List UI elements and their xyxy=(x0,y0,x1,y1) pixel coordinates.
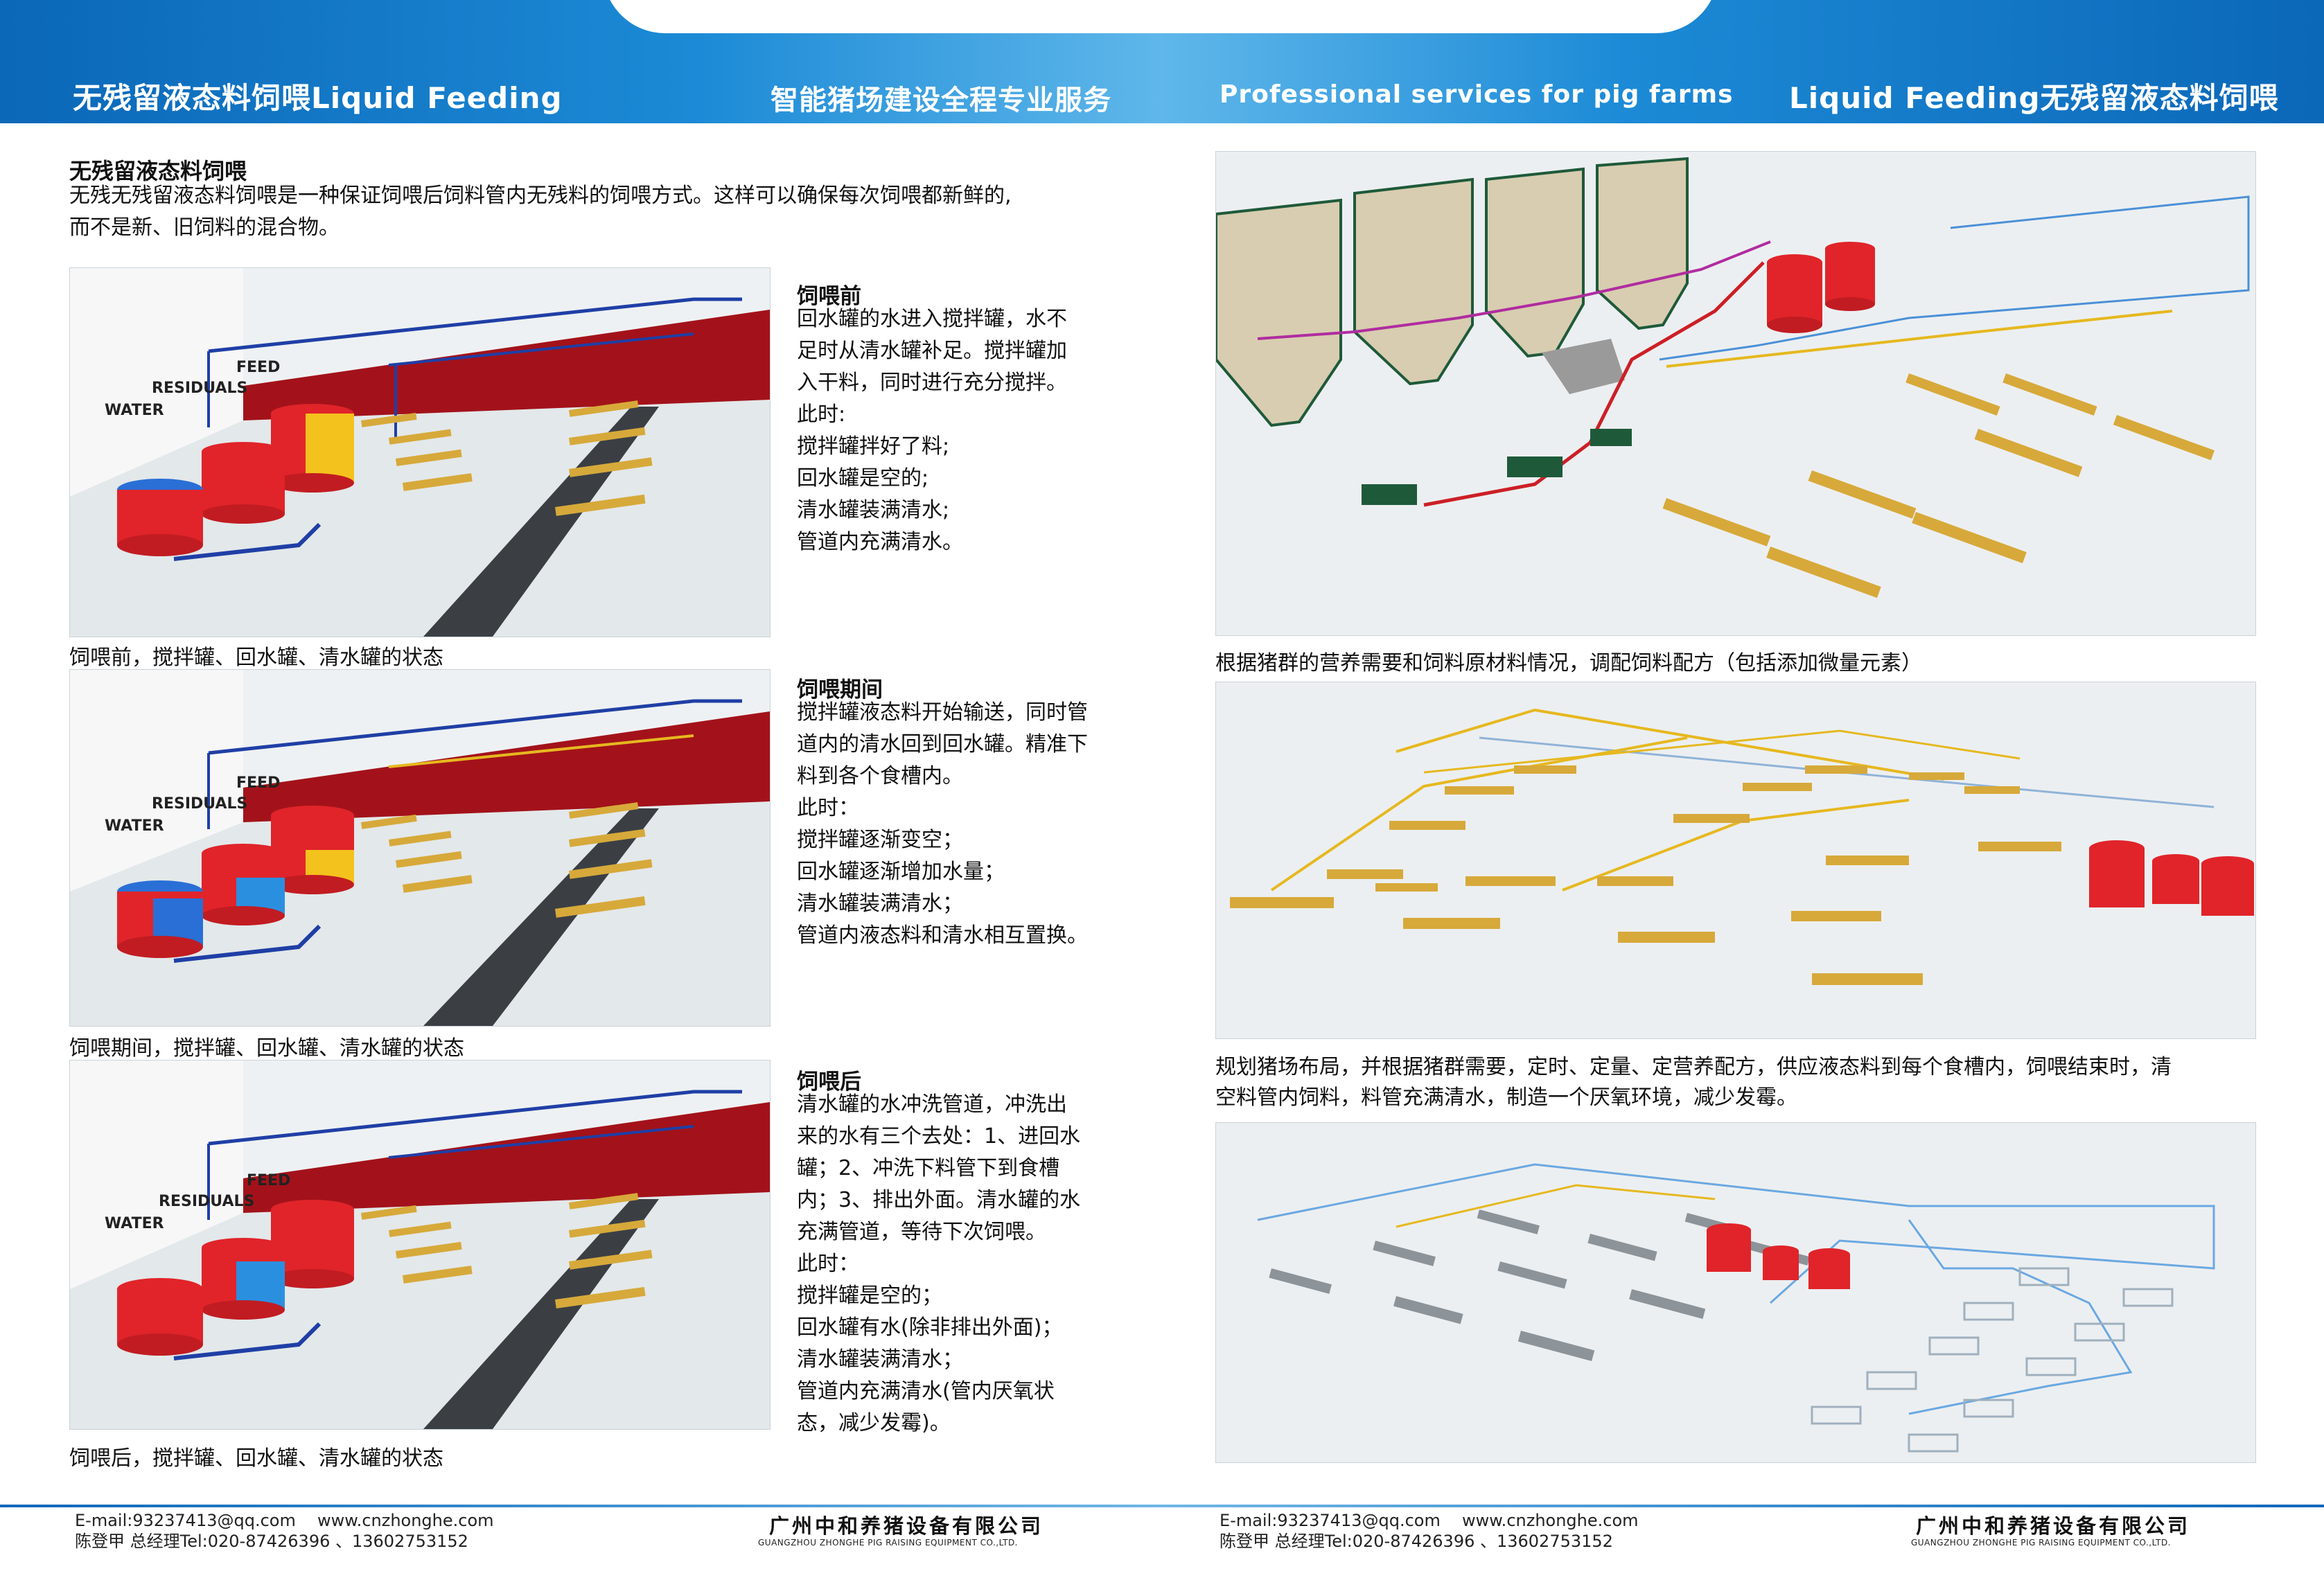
banner-notch xyxy=(603,0,1718,33)
footer-rule xyxy=(0,1505,2324,1507)
step-1-title: 饲喂前 xyxy=(797,284,861,309)
step-3-body: 清水罐的水冲洗管道，冲洗出 来的水有三个去处：1、进回水 罐；2、冲洗下料管下到… xyxy=(797,1089,1123,1439)
figure-after-feeding: FEED RESIDUALS WATER xyxy=(69,1060,771,1430)
step-2-line: 搅拌罐逐渐变空； xyxy=(797,828,963,852)
label-residuals: RESIDUALS xyxy=(152,380,247,397)
figure-pipeline-layout xyxy=(1215,682,2256,1039)
step-3-line: 内；3、排出外面。清水罐的水 xyxy=(797,1188,1081,1212)
step-1-line: 回水罐是空的; xyxy=(797,466,929,490)
footer-left-company-cn: 广州中和养猪设备有限公司 xyxy=(769,1514,1044,1538)
footer-left-web: www.cnzhonghe.com xyxy=(317,1511,494,1530)
label-water: WATER xyxy=(105,1215,164,1232)
step-1-line: 搅拌罐拌好了料; xyxy=(797,434,950,459)
step-3-line: 回水罐有水(除非排出外面)； xyxy=(797,1315,1063,1340)
banner-center-cn: 智能猪场建设全程专业服务 xyxy=(771,85,1111,116)
figure-2-caption: 饲喂期间，搅拌罐、回水罐、清水罐的状态 xyxy=(69,1036,464,1061)
footer-right-company-en: GUANGZHOU ZHONGHE PIG RAISING EQUIPMENT … xyxy=(1911,1538,2171,1548)
step-3-line: 此时： xyxy=(797,1252,859,1276)
label-water: WATER xyxy=(105,402,164,419)
intro-line-1: 无残无残留液态料饲喂是一种保证饲喂后饲料管内无残料的饲喂方式。这样可以确保每次饲… xyxy=(69,184,1012,208)
step-3-line: 充满管道，等待下次饲喂。 xyxy=(797,1220,1046,1244)
step-1-line: 清水罐装满清水; xyxy=(797,498,950,522)
step-2-line: 清水罐装满清水； xyxy=(797,892,963,916)
step-1-line: 管道内充满清水。 xyxy=(797,530,963,554)
step-1-line: 回水罐的水进入搅拌罐，水不 xyxy=(797,307,1067,331)
footer-right-email: E-mail:93237413@qq.com xyxy=(1220,1511,1441,1530)
step-2-line: 料到各个食槽内。 xyxy=(797,764,963,788)
barn-illustration: FEED RESIDUALS WATER xyxy=(70,268,770,637)
label-feed: FEED xyxy=(236,359,280,376)
footer-left-company-en: GUANGZHOU ZHONGHE PIG RAISING EQUIPMENT … xyxy=(758,1538,1018,1548)
step-3-line: 来的水有三个去处：1、进回水 xyxy=(797,1124,1081,1149)
figure-5-caption-line-2: 空料管内饲料，料管充满清水，制造一个厌氧环境，减少发霉。 xyxy=(1215,1085,1797,1110)
figure-before-feeding: FEED RESIDUALS WATER xyxy=(69,267,771,637)
footer-left-contact: 陈登甲 总经理Tel:020-87426396 、13602753152 xyxy=(75,1532,468,1551)
footer-right-company-cn: 广州中和养猪设备有限公司 xyxy=(1916,1514,2191,1538)
step-3-line: 罐；2、冲洗下料管下到食槽 xyxy=(797,1156,1060,1180)
step-3-line: 清水罐装满清水； xyxy=(797,1347,963,1372)
step-2-line: 回水罐逐渐增加水量； xyxy=(797,860,1005,884)
barn-illustration: FEED RESIDUALS WATER xyxy=(70,1061,770,1429)
banner-left-title: 无残留液态料饲喂Liquid Feeding xyxy=(73,81,563,115)
figure-1-caption: 饲喂前，搅拌罐、回水罐、清水罐的状态 xyxy=(69,646,443,670)
figure-5-caption-line-1: 规划猪场布局，并根据猪群需要，定时、定量、定营养配方，供应液态料到每个食槽内，饲… xyxy=(1215,1055,2172,1079)
step-3-line: 搅拌罐是空的； xyxy=(797,1284,942,1308)
footer-right-contact: 陈登甲 总经理Tel:020-87426396 、13602753152 xyxy=(1220,1532,1613,1551)
figure-during-feeding: FEED RESIDUALS WATER xyxy=(69,669,771,1027)
figure-farm-layout xyxy=(1215,1122,2256,1463)
step-3-line: 清水罐的水冲洗管道，冲洗出 xyxy=(797,1092,1067,1117)
barn-illustration: FEED RESIDUALS WATER xyxy=(70,670,770,1026)
label-water: WATER xyxy=(105,817,164,835)
step-2-line: 搅拌罐液态料开始输送，同时管 xyxy=(797,700,1088,725)
silo-illustration xyxy=(1216,152,2255,635)
label-residuals: RESIDUALS xyxy=(152,795,247,813)
footer-right-web: www.cnzhonghe.com xyxy=(1462,1511,1639,1530)
farm-layout-illustration xyxy=(1216,1123,2255,1462)
step-1-line: 足时从清水罐补足。搅拌罐加 xyxy=(797,339,1067,363)
step-2-line: 此时： xyxy=(797,796,859,820)
figure-silo-system xyxy=(1215,151,2256,636)
label-feed: FEED xyxy=(247,1172,290,1189)
intro-line-2: 而不是新、旧饲料的混合物。 xyxy=(69,215,340,240)
step-3-line: 态，减少发霉)。 xyxy=(797,1411,951,1435)
pipeline-illustration xyxy=(1216,682,2255,1038)
step-2-title: 饲喂期间 xyxy=(797,677,883,702)
step-2-line: 管道内液态料和清水相互置换。 xyxy=(797,923,1088,948)
step-3-title: 饲喂后 xyxy=(797,1070,861,1094)
label-feed: FEED xyxy=(236,774,280,792)
step-2-body: 搅拌罐液态料开始输送，同时管 道内的清水回到回水罐。精准下 料到各个食槽内。 此… xyxy=(797,697,1123,952)
figure-4-caption: 根据猪群的营养需要和饲料原材料情况，调配饲料配方（包括添加微量元素） xyxy=(1215,651,1922,675)
step-3-line: 管道内充满清水(管内厌氧状 xyxy=(797,1379,1055,1403)
step-1-body: 回水罐的水进入搅拌罐，水不 足时从清水罐补足。搅拌罐加 入干料，同时进行充分搅拌… xyxy=(797,303,1123,558)
banner-center-en: Professional services for pig farms xyxy=(1220,80,1734,109)
step-1-line: 入干料，同时进行充分搅拌。 xyxy=(797,371,1067,395)
step-2-line: 道内的清水回到回水罐。精准下 xyxy=(797,732,1088,756)
intro-title: 无残留液态料饲喂 xyxy=(69,158,247,184)
step-1-line: 此时: xyxy=(797,402,846,427)
label-residuals: RESIDUALS xyxy=(159,1193,254,1210)
figure-3-caption: 饲喂后，搅拌罐、回水罐、清水罐的状态 xyxy=(69,1446,443,1471)
banner-right-title: Liquid Feeding无残留液态料饲喂 xyxy=(1789,81,2279,115)
footer-left-email: E-mail:93237413@qq.com xyxy=(75,1511,296,1530)
